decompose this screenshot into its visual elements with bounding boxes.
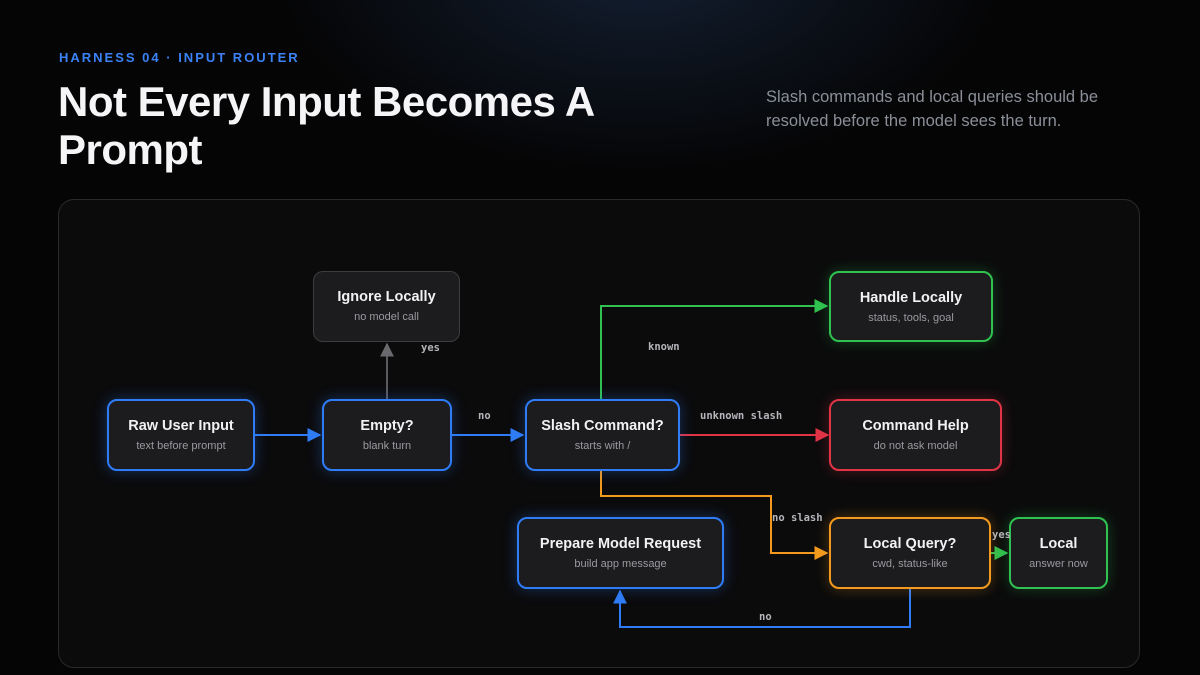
edge-label-yes-local: yes [992,529,1011,541]
node-raw-user-input: Raw User Input text before prompt [107,399,255,471]
node-title: Handle Locally [859,290,963,306]
edge-slash-to-query [600,471,829,560]
node-subtitle: answer now [1029,558,1088,570]
edge-label-no-slash: no slash [772,512,823,524]
node-title: Empty? [360,418,414,434]
node-subtitle: blank turn [362,440,412,452]
node-subtitle: cwd, status-like [872,558,948,570]
node-command-help: Command Help do not ask model [829,399,1002,471]
edge-label-unknown-slash: unknown slash [700,410,783,422]
node-local-answer: Local answer now [1009,517,1108,589]
node-subtitle: do not ask model [873,440,958,452]
edge-label-known: known [648,341,680,353]
edge-label-no-model: no [759,611,772,623]
node-title: Slash Command? [541,418,664,434]
node-title: Command Help [862,418,969,434]
connector-layer [255,299,1009,628]
node-local-query-check: Local Query? cwd, status-like [829,517,991,589]
edge-label-no-empty: no [478,410,491,422]
edge-slash-to-handle [600,299,829,399]
section-kicker: HARNESS 04 · INPUT ROUTER [59,50,300,65]
page-title: Not Every Input Becomes A Prompt [58,78,594,173]
node-subtitle: no model call [354,311,419,323]
node-ignore-locally: Ignore Locally no model call [313,271,460,342]
node-subtitle: status, tools, goal [868,312,954,324]
node-title: Local Query? [863,536,957,552]
node-title: Raw User Input [128,418,234,434]
edge-query-to-prepare [613,589,911,628]
node-subtitle: build app message [574,558,667,570]
node-title: Ignore Locally [337,289,436,305]
diagram-panel: Ignore Locally no model call Handle Loca… [58,199,1140,668]
node-handle-locally: Handle Locally status, tools, goal [829,271,993,342]
node-prepare-model-request: Prepare Model Request build app message [517,517,724,589]
page-subtitle: Slash commands and local queries should … [766,88,1099,130]
node-slash-command-check: Slash Command? starts with / [525,399,680,471]
node-empty-check: Empty? blank turn [322,399,452,471]
node-subtitle: text before prompt [136,440,226,452]
node-subtitle: starts with / [574,440,631,452]
edge-label-yes-ignore: yes [421,342,440,354]
node-title: Prepare Model Request [539,536,702,552]
node-title: Local [1039,536,1078,552]
